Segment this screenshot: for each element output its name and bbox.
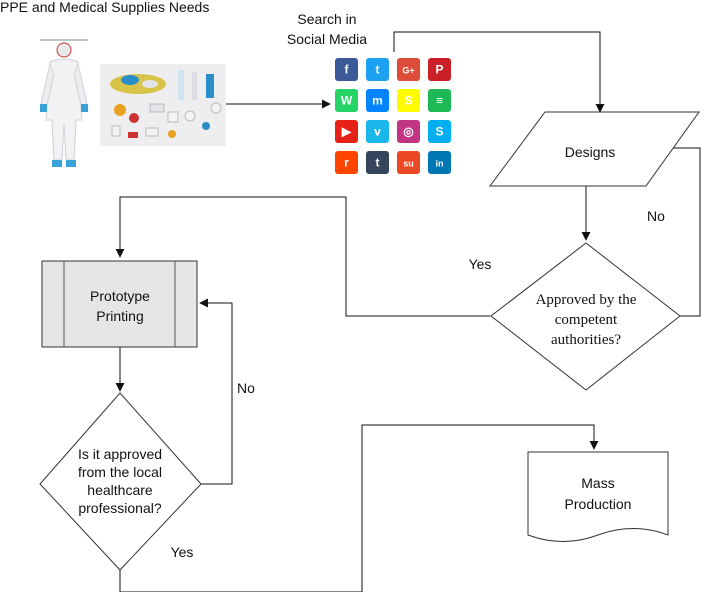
edge-approval-no-to-designs (657, 143, 701, 317)
prototype-printing-node (41, 260, 198, 348)
local-no-label: No (237, 380, 255, 396)
svg-text:in: in (436, 159, 444, 169)
svg-text:S: S (435, 125, 443, 139)
designs-label: Designs (565, 144, 616, 160)
prototype-label-line2: Printing (96, 308, 143, 324)
svg-text:≡: ≡ (436, 94, 443, 108)
designs-node (489, 111, 700, 187)
mass-production-line2: Production (565, 496, 632, 512)
vimeo-icon: v (366, 120, 389, 143)
svg-text:v: v (374, 125, 381, 139)
twitter-icon: t (366, 58, 389, 81)
authorities-approval-line3: authorities? (551, 332, 621, 348)
local-approval-line3: healthcare (87, 482, 153, 498)
reddit-icon: r (335, 151, 358, 174)
edge-social-to-designs (393, 31, 605, 113)
whatsapp-icon: W (335, 89, 358, 112)
svg-text:S: S (404, 94, 412, 108)
mass-production-node (527, 451, 669, 542)
authorities-approval-diamond (490, 242, 681, 391)
authorities-yes-label: Yes (469, 256, 492, 272)
local-approval-diamond (39, 392, 202, 571)
local-approval-line1: Is it approved (78, 446, 162, 462)
skype-icon: S (428, 120, 451, 143)
prototype-label-line1: Prototype (90, 288, 150, 304)
edge-local-yes-to-mass-production (119, 424, 599, 592)
google-plus-icon: G+ (397, 58, 420, 81)
messenger-icon: m (366, 89, 389, 112)
authorities-no-label: No (647, 208, 665, 224)
svg-text:◎: ◎ (403, 125, 414, 139)
local-yes-label: Yes (171, 544, 194, 560)
svg-text:m: m (372, 94, 383, 108)
spotify-icon: ≡ (428, 89, 451, 112)
snapchat-icon: S (397, 89, 420, 112)
social-label-line2: Social Media (287, 31, 367, 47)
svg-text:t: t (376, 156, 380, 170)
svg-text:t: t (376, 63, 380, 77)
edge-local-no-to-prototype (199, 298, 233, 485)
svg-text:P: P (435, 63, 443, 77)
tumblr-icon: t (366, 151, 389, 174)
local-approval-line4: professional? (78, 500, 161, 516)
youtube-icon: ▶ (335, 120, 358, 143)
svg-text:su: su (403, 159, 414, 169)
header-title: PPE and Medical Supplies Needs (0, 0, 209, 15)
instagram-icon: ◎ (397, 120, 420, 143)
edge-approval-yes-to-prototype (115, 196, 490, 317)
svg-text:r: r (344, 156, 349, 170)
linkedin-icon: in (428, 151, 451, 174)
authorities-approval-line2: competent (555, 312, 618, 328)
facebook-icon: f (335, 58, 358, 81)
medical-supplies-image (100, 64, 226, 146)
authorities-approval-line1: Approved by the (536, 292, 637, 308)
svg-text:f: f (345, 63, 350, 77)
svg-text:G+: G+ (402, 66, 414, 76)
svg-text:▶: ▶ (341, 125, 352, 139)
mass-production-line1: Mass (581, 475, 614, 491)
social-label-line1: Search in (297, 11, 356, 27)
local-approval-line2: from the local (78, 464, 162, 480)
ppe-suit-image (39, 39, 89, 167)
svg-text:W: W (341, 94, 353, 108)
stumbleupon-icon: su (397, 151, 420, 174)
pinterest-icon: P (428, 58, 451, 81)
